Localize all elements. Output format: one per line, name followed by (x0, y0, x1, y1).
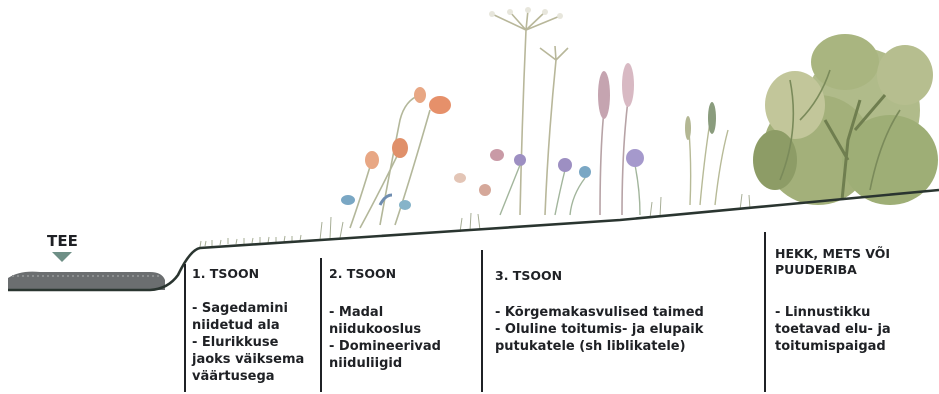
zone-3-line: - Kõrgemakasvulised taimed (495, 304, 704, 321)
grass-icon (685, 102, 728, 205)
zone-4-line: toetavad elu- ja (775, 321, 891, 338)
road (8, 272, 165, 290)
zone-2-line: niiduliigid (329, 355, 441, 372)
zone-divider (320, 258, 322, 392)
zone-2-description: - Madal niidukooslus - Domineerivad niid… (329, 304, 441, 372)
flower-icon (479, 149, 504, 196)
zone-divider (481, 250, 483, 392)
zone-2-title: 2. TSOON (329, 266, 396, 282)
zone-1-title: 1. TSOON (192, 266, 259, 282)
zone-2-line: niidukooslus (329, 321, 441, 338)
zone-4-title-line: HEKK, METS VÕI (775, 246, 890, 262)
zone-1-line: väärtusega (192, 368, 304, 385)
zone-1-description: - Sagedamini niidetud ala - Elurikkuse j… (192, 300, 304, 385)
zone-divider (184, 264, 186, 392)
zone-4-line: - Linnustikku (775, 304, 891, 321)
zone-4-line: toitumispaigad (775, 338, 891, 355)
grass-icon (200, 194, 750, 247)
zone-3-line: putukatele (sh liblikatele) (495, 338, 704, 355)
zone-4-title: HEKK, METS VÕI PUUDERIBA (775, 246, 890, 278)
zone-divider (764, 232, 766, 392)
zone-1-line: - Sagedamini (192, 300, 304, 317)
flower-icon (489, 7, 568, 215)
road-marker-icon (52, 252, 72, 262)
flower-icon (341, 87, 466, 228)
flower-icon (598, 63, 634, 215)
zone-1-line: niidetud ala (192, 317, 304, 334)
hedge-icon (753, 34, 938, 205)
zone-1-line: - Elurikkuse (192, 334, 304, 351)
zone-4-description: - Linnustikku toetavad elu- ja toitumisp… (775, 304, 891, 355)
zone-3-description: - Kõrgemakasvulised taimed - Oluline toi… (495, 304, 704, 355)
road-label: TEE (47, 233, 78, 250)
zone-3-title: 3. TSOON (495, 268, 562, 284)
zone-2-line: - Domineerivad (329, 338, 441, 355)
zone-4-title-line: PUUDERIBA (775, 262, 890, 278)
zone-3-line: - Oluline toitumis- ja elupaik (495, 321, 704, 338)
zone-2-line: - Madal (329, 304, 441, 321)
zone-1-line: jaoks väiksema (192, 351, 304, 368)
